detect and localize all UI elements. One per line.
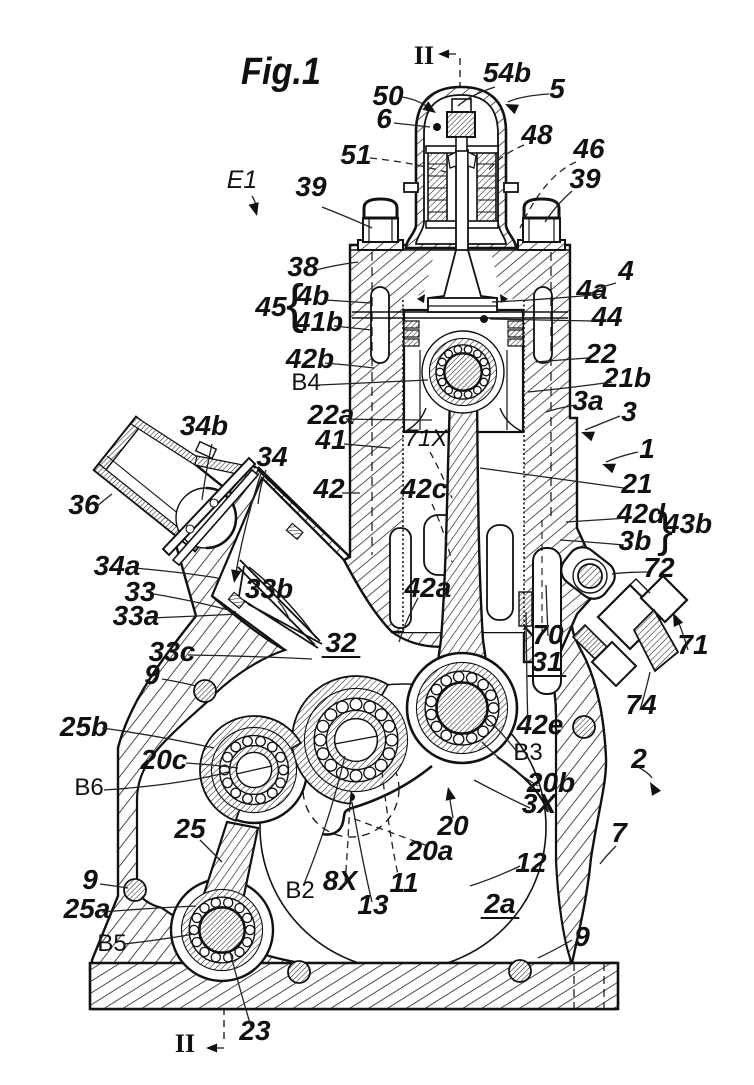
svg-text:3X: 3X — [522, 788, 559, 819]
svg-text:4: 4 — [617, 255, 634, 286]
svg-text:Fig.1: Fig.1 — [241, 51, 321, 93]
svg-text:9: 9 — [144, 659, 160, 690]
svg-text:21b: 21b — [602, 362, 651, 393]
svg-text:B4: B4 — [291, 369, 320, 396]
svg-text:3a: 3a — [572, 385, 603, 416]
svg-text:6: 6 — [376, 103, 392, 134]
svg-text:71X: 71X — [405, 425, 449, 452]
svg-text:39: 39 — [295, 171, 327, 202]
svg-text:3b: 3b — [619, 525, 652, 556]
svg-text:II: II — [414, 41, 434, 70]
svg-text:42b: 42b — [285, 343, 334, 374]
svg-text:E1: E1 — [227, 166, 258, 194]
svg-text:72: 72 — [643, 552, 675, 583]
svg-text:1: 1 — [639, 433, 655, 464]
svg-text:33c: 33c — [149, 636, 196, 667]
svg-text:31: 31 — [531, 646, 562, 677]
svg-text:9: 9 — [574, 921, 590, 952]
svg-text:3: 3 — [621, 396, 637, 427]
svg-text:8X: 8X — [323, 865, 360, 896]
svg-text:43b: 43b — [663, 508, 712, 539]
svg-text:25a: 25a — [63, 893, 111, 924]
svg-text:41: 41 — [314, 424, 346, 455]
svg-text:2: 2 — [630, 743, 647, 774]
svg-text:11: 11 — [389, 867, 418, 898]
svg-text:B5: B5 — [97, 930, 126, 957]
svg-text:12: 12 — [515, 847, 547, 878]
svg-text:38: 38 — [287, 251, 319, 282]
svg-text:20a: 20a — [406, 835, 454, 866]
svg-text:33a: 33a — [113, 600, 160, 631]
svg-text:22: 22 — [584, 338, 617, 369]
svg-text:48: 48 — [520, 119, 553, 150]
svg-text:4b: 4b — [296, 280, 330, 311]
svg-text:21: 21 — [620, 468, 652, 499]
svg-text:41b: 41b — [294, 306, 343, 337]
svg-text:54b: 54b — [483, 57, 531, 88]
svg-text:34a: 34a — [94, 550, 141, 581]
svg-text:42d: 42d — [616, 498, 666, 529]
svg-text:{: { — [286, 274, 304, 334]
svg-text:B2: B2 — [285, 877, 314, 904]
svg-text:42: 42 — [312, 473, 345, 504]
svg-text:22a: 22a — [307, 399, 355, 430]
svg-text:34: 34 — [256, 441, 288, 472]
svg-text:36: 36 — [68, 489, 100, 520]
svg-text:13: 13 — [357, 889, 389, 920]
svg-text:20b: 20b — [526, 767, 575, 798]
svg-text:20c: 20c — [140, 744, 188, 775]
svg-text:50: 50 — [372, 80, 404, 111]
svg-text:44: 44 — [590, 301, 623, 332]
svg-text:33b: 33b — [245, 573, 293, 604]
svg-text:32: 32 — [325, 627, 357, 658]
svg-text:42c: 42c — [400, 473, 448, 504]
svg-text:23: 23 — [238, 1015, 271, 1046]
svg-text:II: II — [175, 1029, 195, 1058]
svg-text:42e: 42e — [516, 709, 564, 740]
svg-text:25b: 25b — [59, 711, 108, 742]
svg-text:9: 9 — [82, 864, 98, 895]
svg-text:4a: 4a — [575, 274, 607, 305]
svg-text:42a: 42a — [404, 572, 452, 603]
svg-text:B6: B6 — [74, 774, 103, 801]
svg-text:2a: 2a — [483, 888, 515, 919]
svg-text:51: 51 — [340, 139, 371, 170]
svg-text:45: 45 — [254, 291, 287, 322]
svg-text:7: 7 — [611, 817, 628, 848]
svg-text:25: 25 — [173, 813, 206, 844]
svg-text:}: } — [657, 504, 673, 557]
svg-text:46: 46 — [572, 133, 605, 164]
svg-text:33: 33 — [124, 576, 156, 607]
svg-text:39: 39 — [569, 163, 601, 194]
svg-text:34b: 34b — [180, 410, 228, 441]
svg-text:5: 5 — [549, 73, 565, 104]
